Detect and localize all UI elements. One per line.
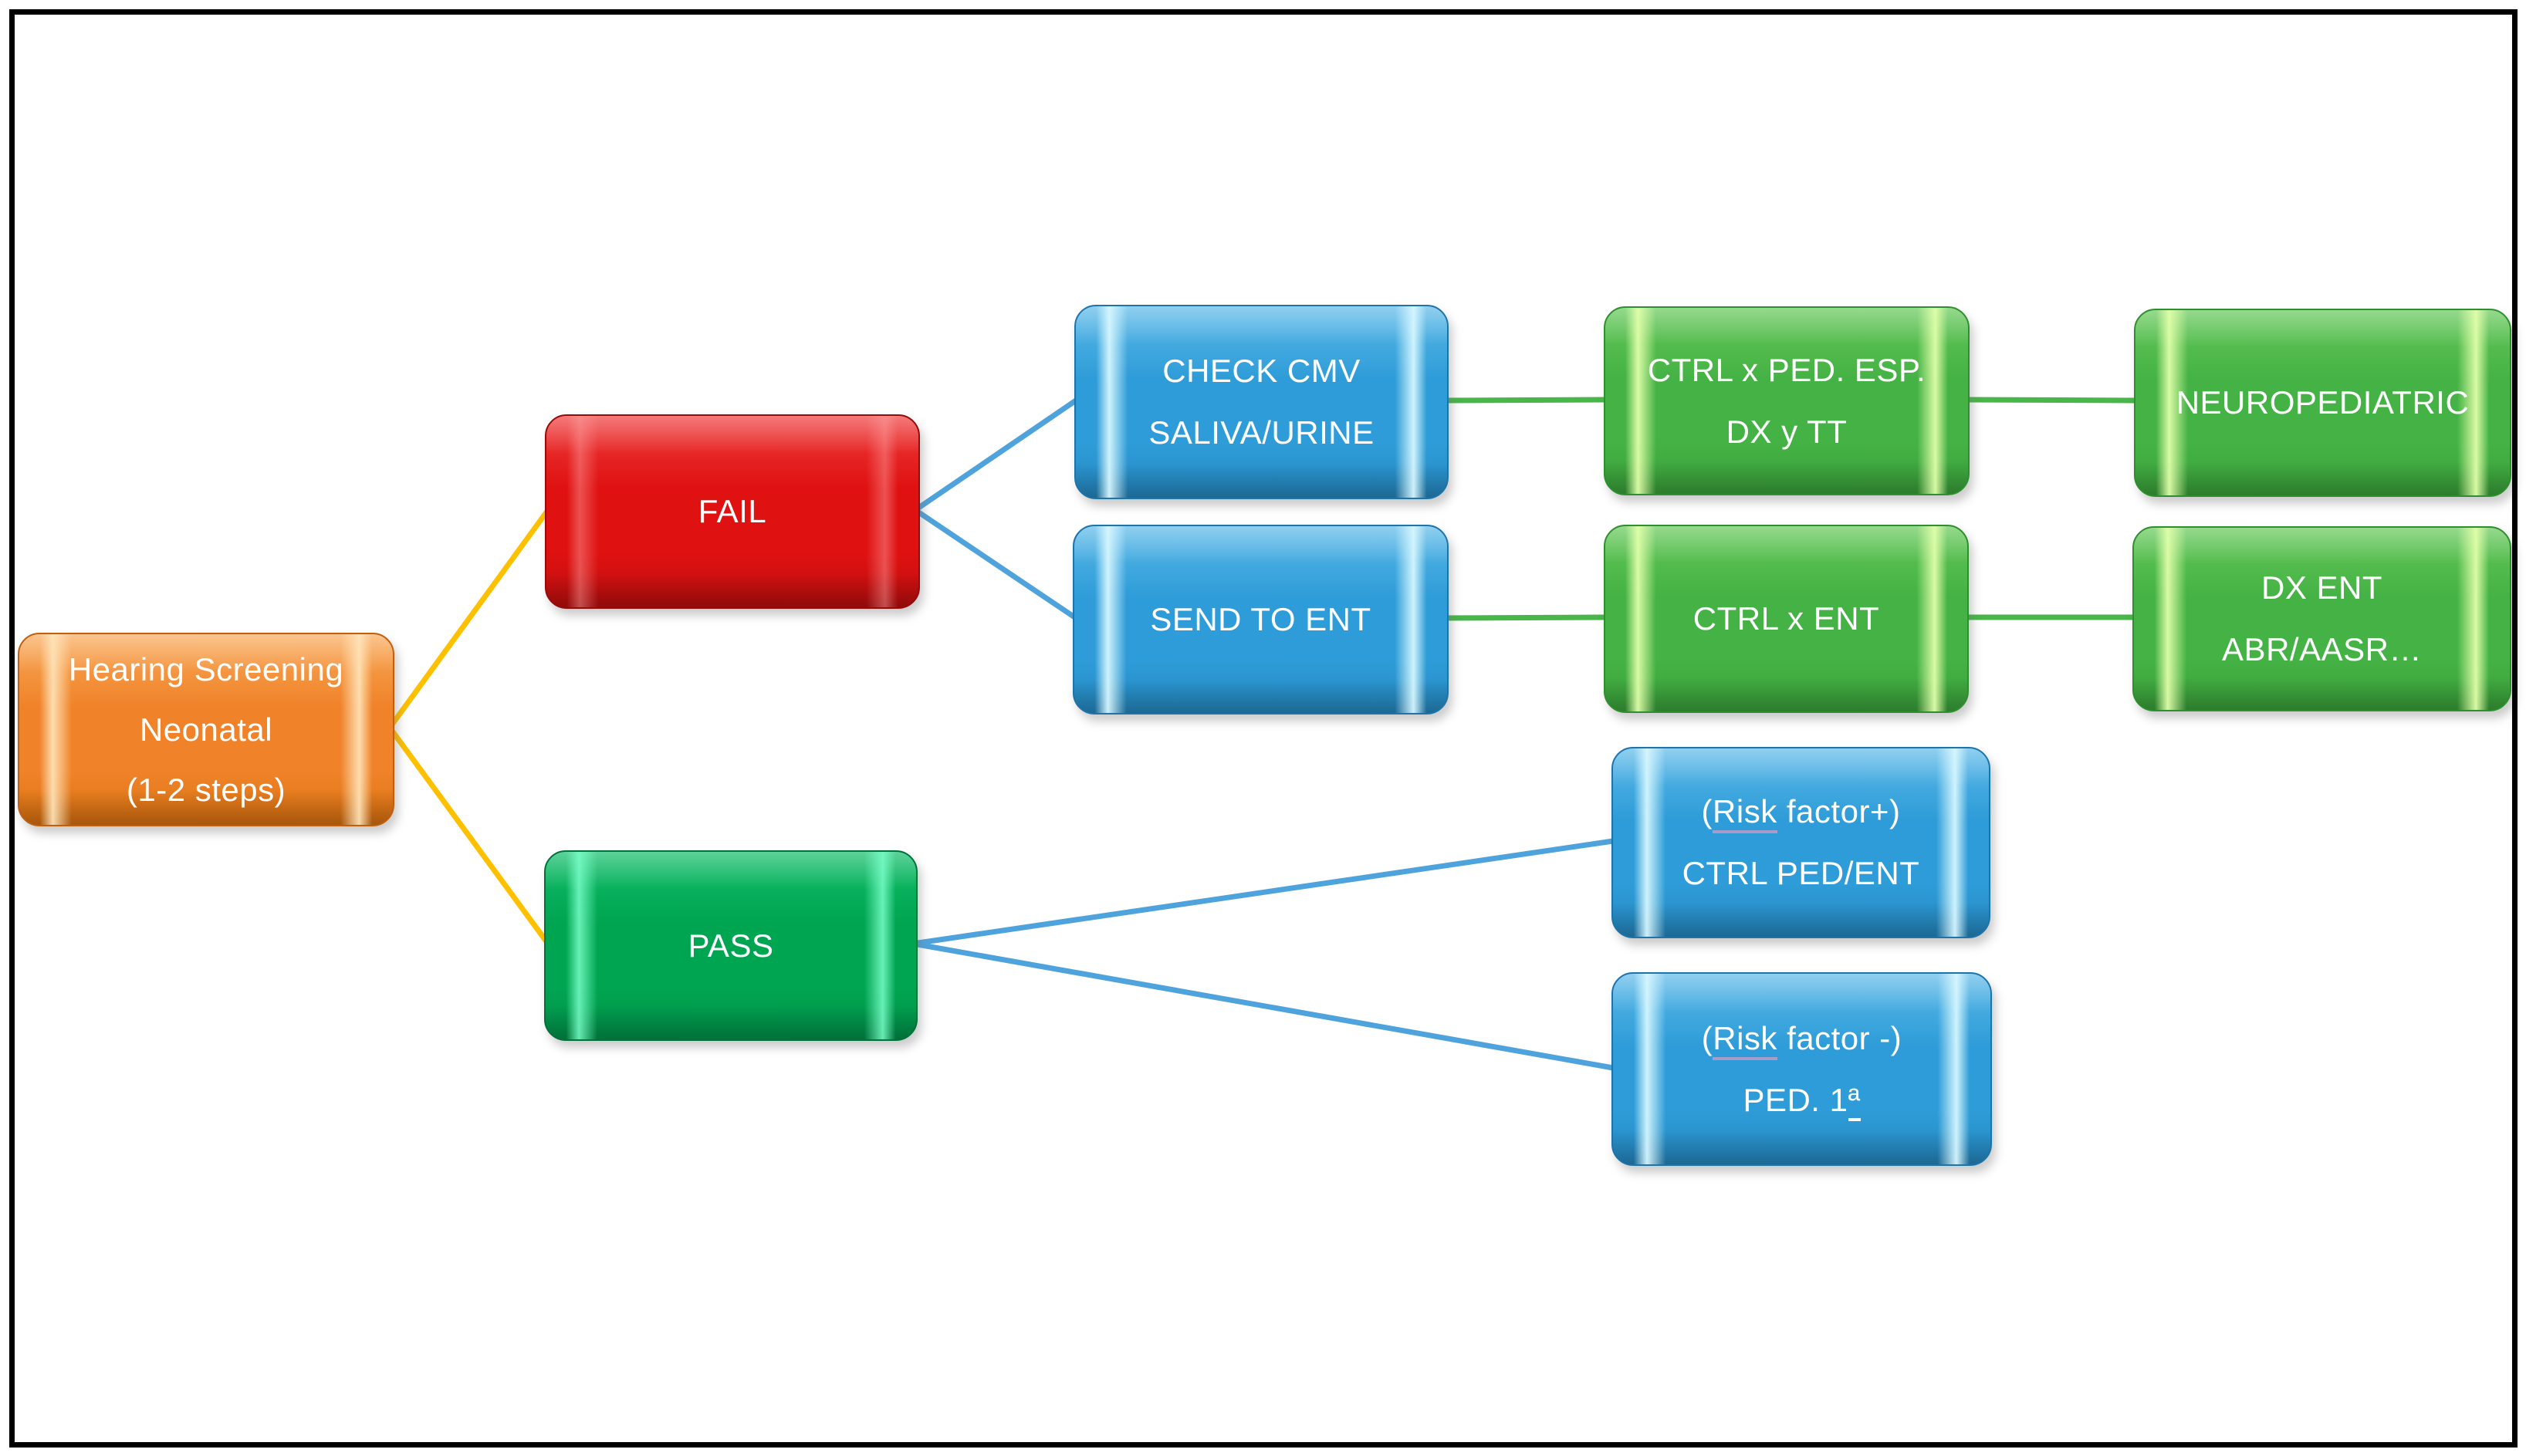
node-label-part-underlined: Risk <box>1713 793 1777 833</box>
node-label-line: Neonatal <box>139 711 273 748</box>
node-label-line: (Risk factor -) <box>1702 1008 1902 1069</box>
edge-fail-send-to-ent <box>912 507 1079 621</box>
node-label-line: DX ENT <box>2261 569 2382 606</box>
node-label: PASS <box>688 927 774 964</box>
node-label-part: ( <box>1701 1019 1713 1056</box>
node-dx-ent-abr-aasr: DX ENT ABR/AASR… <box>2132 526 2511 711</box>
node-label-line: (1-2 steps) <box>126 771 286 808</box>
node-label-line: (Risk factor+) <box>1702 781 1901 843</box>
node-label-line: SALIVA/URINE <box>1148 414 1375 451</box>
node-hearing-screening-neonatal: Hearing Screening Neonatal (1-2 steps) <box>18 633 394 826</box>
node-fail: FAIL <box>545 414 920 609</box>
node-label-line: CTRL x PED. ESP. <box>1647 351 1926 388</box>
edge-root-fail <box>387 507 551 731</box>
node-label-line: ABR/AASR… <box>2222 631 2422 667</box>
node-risk-factor-positive: (Risk factor+) CTRL PED/ENT <box>1611 747 1990 938</box>
edge-fail-check-cmv <box>912 397 1079 513</box>
node-label: SEND TO ENT <box>1150 601 1371 637</box>
node-label-part: PED. 1 <box>1743 1081 1848 1118</box>
edge-send-to-ent-ctrl-ent <box>1441 614 1608 621</box>
edge-pass-risk-positive <box>910 838 1616 947</box>
edge-pass-risk-negative <box>910 941 1616 1071</box>
node-ctrl-ped-esp-dx-tt: CTRL x PED. ESP. DX y TT <box>1604 306 1970 495</box>
edge-root-pass <box>387 725 551 947</box>
node-label-ordinal: ª <box>1848 1081 1861 1121</box>
node-check-cmv-saliva-urine: CHECK CMV SALIVA/URINE <box>1074 305 1449 499</box>
node-send-to-ent: SEND TO ENT <box>1073 525 1449 714</box>
node-label-line: CTRL PED/ENT <box>1682 855 1920 891</box>
node-label-line: DX y TT <box>1726 413 1848 450</box>
node-label-part: factor+) <box>1777 793 1901 829</box>
node-pass: PASS <box>544 850 918 1041</box>
node-label-part: ( <box>1701 793 1713 829</box>
node-label: FAIL <box>698 493 767 529</box>
node-neuropediatric: NEUROPEDIATRIC <box>2134 309 2511 497</box>
node-label: CTRL x ENT <box>1692 600 1880 637</box>
node-ctrl-ent: CTRL x ENT <box>1604 525 1969 713</box>
node-label-line: CHECK CMV <box>1162 353 1361 389</box>
node-label: NEUROPEDIATRIC <box>2176 384 2470 421</box>
node-label-line: PED. 1ª <box>1743 1069 1861 1131</box>
node-risk-factor-negative: (Risk factor -) PED. 1ª <box>1611 972 1992 1166</box>
node-label-line: Hearing Screening <box>68 650 344 687</box>
node-label-part: factor -) <box>1777 1019 1902 1056</box>
node-label-part-underlined: Risk <box>1713 1019 1777 1060</box>
